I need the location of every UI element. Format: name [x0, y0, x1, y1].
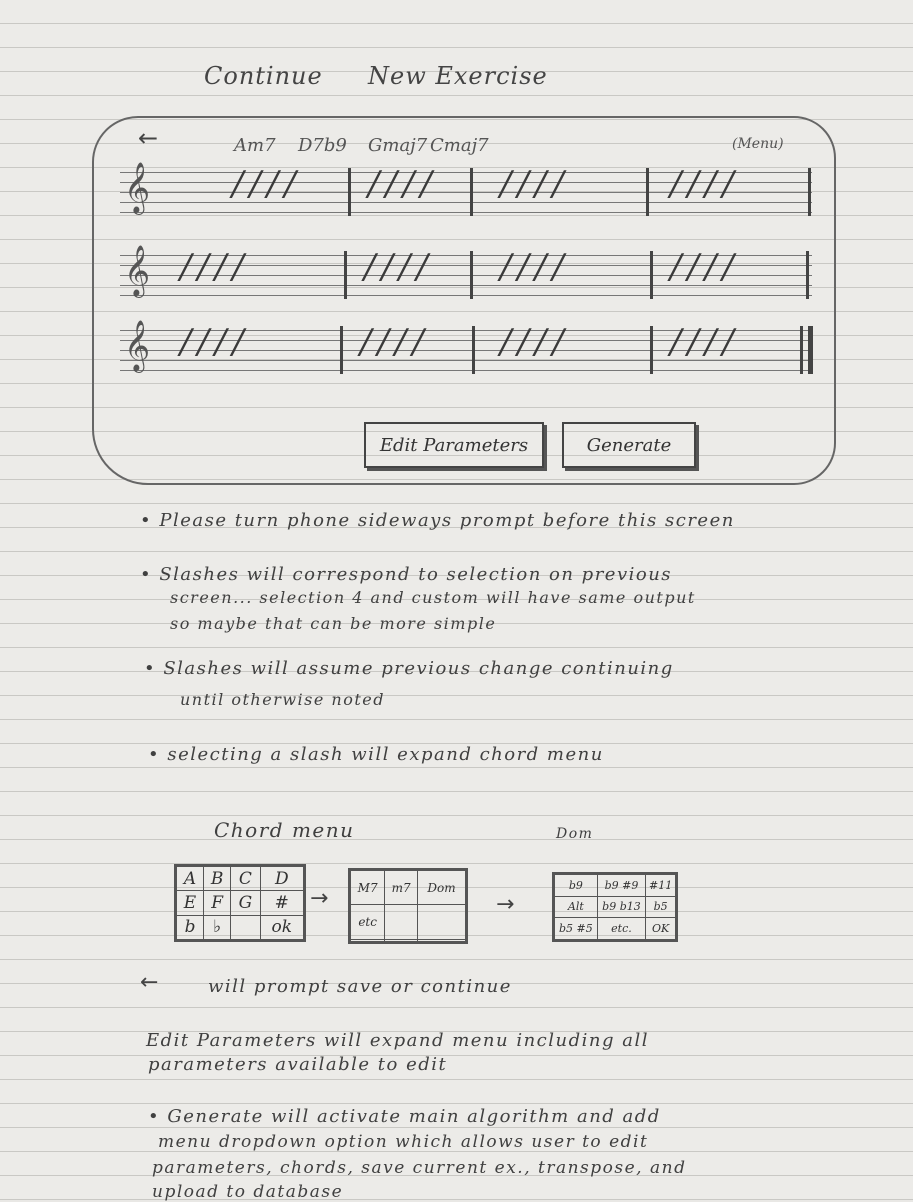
back-arrow-icon[interactable]: ← — [138, 124, 159, 152]
note-line: • Slashes will assume previous change co… — [144, 658, 674, 679]
slash-group[interactable]: //// — [670, 247, 740, 287]
treble-clef-icon: 𝄞 — [124, 320, 151, 371]
barline — [470, 168, 473, 216]
slash-group[interactable]: //// — [500, 247, 570, 287]
chord-menu-cell[interactable]: b9 b13 — [596, 895, 647, 919]
chord-menu-cell[interactable]: OK — [645, 917, 676, 940]
note-line: parameters, chords, save current ex., tr… — [152, 1158, 687, 1178]
chord-label[interactable]: Am7 — [234, 135, 276, 156]
barline — [344, 251, 347, 299]
right-arrow-icon: → — [310, 886, 329, 911]
slash-group[interactable]: //// — [232, 164, 302, 204]
note-line: • Please turn phone sideways prompt befo… — [140, 510, 735, 531]
chord-menu-cell[interactable]: ok — [259, 914, 305, 941]
note-line: Edit Parameters will expand menu includi… — [146, 1030, 649, 1051]
slash-group[interactable]: //// — [500, 164, 570, 204]
chord-menu-cell[interactable]: b5 — [645, 895, 676, 919]
chord-menu-cell[interactable] — [384, 938, 419, 943]
note-line: parameters available to edit — [148, 1054, 448, 1075]
dom-label: Dom — [556, 826, 594, 842]
chord-menu-cell[interactable]: ♭ — [203, 914, 232, 941]
chord-menu-cell[interactable] — [384, 904, 419, 940]
barline — [806, 251, 809, 299]
slash-group[interactable]: //// — [670, 164, 740, 204]
staff-2: 𝄞 //// //// //// //// — [120, 245, 812, 299]
note-line: • Generate will activate main algorithm … — [148, 1106, 661, 1127]
chord-menu-cell[interactable]: b9 — [554, 874, 598, 897]
chord-menu-cell[interactable] — [349, 938, 386, 943]
chord-menu-cell[interactable]: b9 #9 — [596, 874, 647, 897]
chord-menu-label: Chord menu — [214, 818, 355, 842]
final-barline — [808, 326, 813, 374]
menu-button[interactable]: (Menu) — [732, 136, 784, 152]
chord-menu-cell[interactable]: etc. — [596, 917, 647, 940]
slash-group[interactable]: //// — [360, 322, 430, 362]
right-arrow-icon: → — [496, 892, 515, 917]
chord-label[interactable]: D7b9 — [298, 135, 347, 156]
note-line: menu dropdown option which allows user t… — [158, 1132, 649, 1152]
barline — [646, 168, 649, 216]
barline — [650, 251, 653, 299]
chord-menu-cell[interactable]: C — [230, 865, 261, 892]
chord-menu-cell[interactable]: M7 — [349, 869, 386, 906]
generate-button[interactable]: Generate — [562, 422, 696, 468]
staff-1: 𝄞 //// //// //// //// — [120, 162, 812, 216]
left-arrow-icon: ← — [140, 970, 159, 995]
phone-frame — [92, 116, 836, 485]
note-line: • selecting a slash will expand chord me… — [148, 744, 604, 765]
chord-label[interactable]: Gmaj7 — [368, 135, 428, 156]
barline — [348, 168, 351, 216]
note-line: will prompt save or continue — [208, 976, 512, 997]
note-line: upload to database — [152, 1182, 344, 1202]
treble-clef-icon: 𝄞 — [124, 245, 151, 296]
note-line: • Slashes will correspond to selection o… — [140, 564, 673, 585]
chord-menu-cell[interactable]: F — [203, 890, 232, 916]
chord-menu-cell[interactable]: Alt — [554, 895, 598, 919]
note-line: until otherwise noted — [180, 690, 385, 709]
slash-group[interactable]: //// — [500, 322, 570, 362]
note-line: screen... selection 4 and custom will ha… — [170, 588, 696, 607]
chord-menu-cell[interactable]: b5 #5 — [554, 917, 598, 940]
chord-menu-cell[interactable]: E — [175, 890, 205, 916]
chord-menu-cell[interactable] — [417, 904, 466, 940]
barline — [340, 326, 343, 374]
chord-label[interactable]: Cmaj7 — [430, 135, 489, 156]
barline — [650, 326, 653, 374]
slash-group[interactable]: //// — [670, 322, 740, 362]
staff-3: 𝄞 //// //// //// //// — [120, 320, 813, 374]
slash-group[interactable]: //// — [364, 247, 434, 287]
chord-menu-cell[interactable]: # — [259, 890, 305, 916]
chord-menu-cell[interactable]: Dom — [417, 869, 466, 906]
chord-menu-cell[interactable]: B — [203, 865, 232, 892]
note-line: so maybe that can be more simple — [170, 614, 497, 633]
chord-menu-cell[interactable] — [417, 938, 466, 943]
new-exercise-label[interactable]: New Exercise — [368, 62, 548, 90]
treble-clef-icon: 𝄞 — [124, 162, 151, 213]
edit-parameters-button[interactable]: Edit Parameters — [364, 422, 544, 468]
slash-group[interactable]: //// — [180, 247, 250, 287]
chord-menu-cell[interactable]: #11 — [645, 874, 676, 897]
continue-label[interactable]: Continue — [204, 62, 323, 90]
chord-menu-cell[interactable]: etc — [349, 904, 386, 940]
barline — [470, 251, 473, 299]
chord-menu-cell[interactable] — [230, 914, 261, 941]
chord-menu-cell[interactable]: b — [175, 914, 205, 941]
barline — [472, 326, 475, 374]
slash-group[interactable]: //// — [368, 164, 438, 204]
chord-menu-cell[interactable]: D — [259, 865, 305, 892]
chord-menu-cell[interactable]: A — [175, 865, 205, 892]
slash-group[interactable]: //// — [180, 322, 250, 362]
chord-menu-cell[interactable]: m7 — [384, 869, 419, 906]
barline — [808, 168, 811, 216]
chord-menu-cell[interactable]: G — [230, 890, 261, 916]
barline — [800, 326, 803, 374]
